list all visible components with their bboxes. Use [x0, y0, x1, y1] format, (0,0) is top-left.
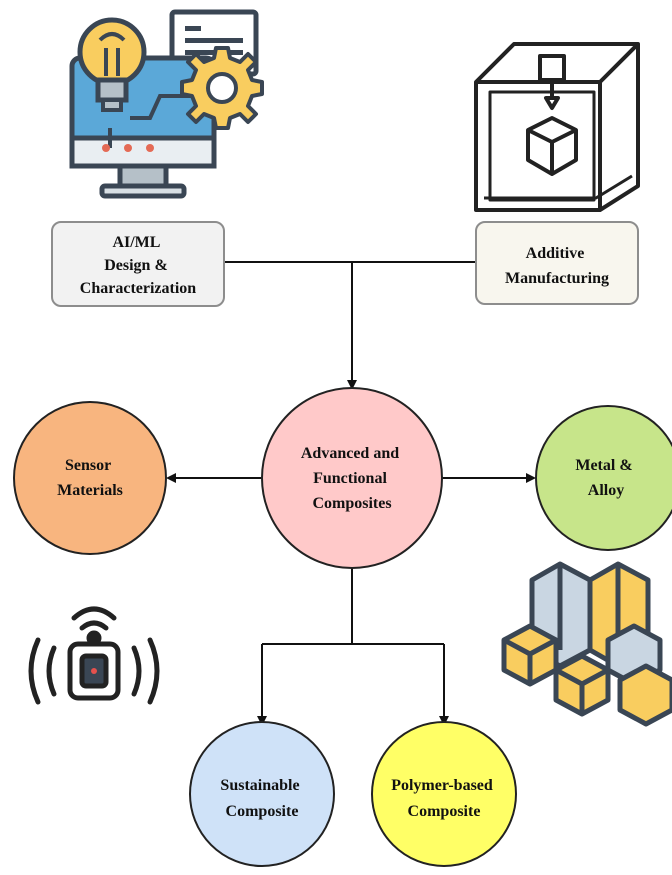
- sensor-materials-label: Sensor Materials: [57, 457, 123, 499]
- metal-alloy-label: Metal & Alloy: [575, 457, 636, 499]
- sustainable-composite-label: Sustainable Composite: [220, 777, 303, 820]
- polymer-based-composite-node: Polymer-based Composite: [371, 721, 517, 867]
- metal-crystal-icon: [501, 561, 672, 727]
- additive-manufacturing-label: Additive Manufacturing: [505, 245, 609, 287]
- center-label: Advanced and Functional Composites: [301, 445, 403, 512]
- polymer-based-composite-label: Polymer-based Composite: [391, 777, 497, 820]
- 3d-printer-icon: [474, 42, 640, 212]
- sustainable-composite-node: Sustainable Composite: [189, 721, 335, 867]
- metal-alloy-node: Metal & Alloy: [535, 405, 672, 551]
- additive-manufacturing-node: Additive Manufacturing: [475, 221, 639, 305]
- ai-computer-gear-icon: [69, 9, 264, 199]
- connectors: [166, 261, 536, 726]
- ai-ml-label: AI/ML Design & Characterization: [80, 234, 197, 297]
- ai-ml-node: AI/ML Design & Characterization: [51, 221, 225, 307]
- advanced-functional-composites-node: Advanced and Functional Composites: [261, 387, 443, 569]
- wireless-sensor-icon: [28, 606, 160, 705]
- sensor-materials-node: Sensor Materials: [13, 401, 167, 555]
